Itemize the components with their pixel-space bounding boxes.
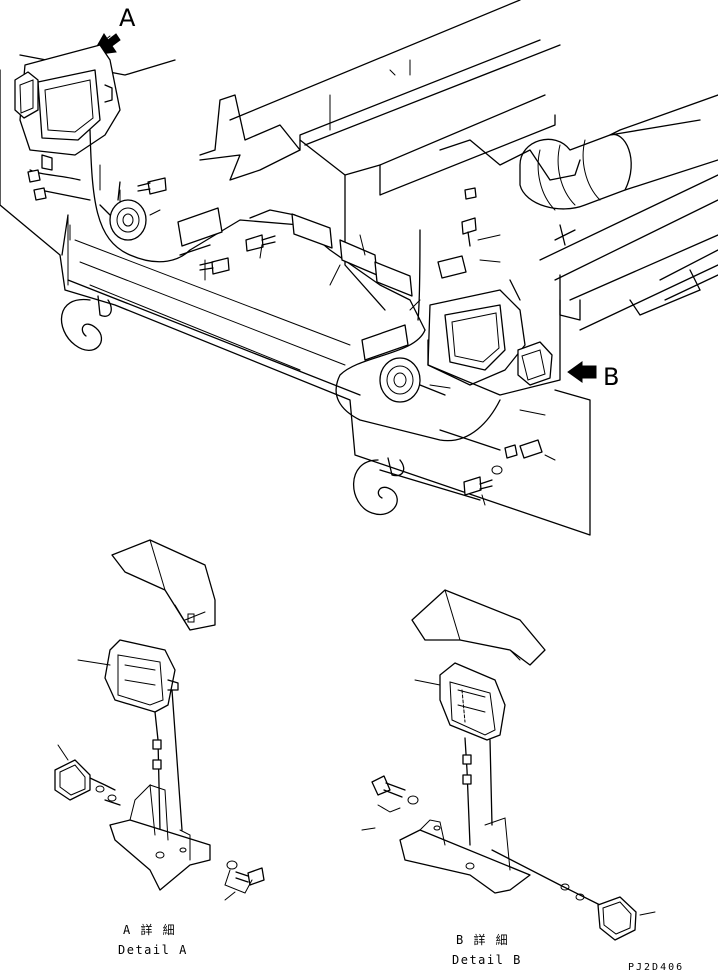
- view-arrow-b: [567, 361, 597, 383]
- drive-shaft: [519, 94, 718, 246]
- detail-b-caption-jp: B 詳 細: [456, 932, 509, 947]
- headlamp-b: [427, 279, 561, 396]
- detail-a-caption-jp: A 詳 細: [123, 922, 176, 937]
- bracket-b: [399, 829, 531, 894]
- chassis-rails: [199, 0, 718, 331]
- bolts-main: [137, 177, 503, 496]
- headlamp-a: [14, 44, 121, 156]
- view-label-a: A: [119, 4, 136, 32]
- bracket-a: [109, 819, 211, 891]
- main-assembly-view: A B: [0, 0, 718, 536]
- horn-a: [99, 181, 147, 241]
- detail-a-caption-en: Detail A: [118, 943, 188, 957]
- drawing-code: PJ2D406: [628, 962, 684, 973]
- detail-b-view: B 詳 細 Detail B: [361, 589, 656, 967]
- lamp-cover-b: [411, 589, 546, 666]
- view-label-b: B: [603, 363, 619, 391]
- leader-lines-main: [69, 164, 556, 506]
- horn-b: [379, 357, 446, 403]
- detail-a-view: A 詳 細 Detail A: [54, 539, 265, 957]
- headlamp-detail-a: [104, 639, 176, 713]
- headlamp-detail-b: [439, 662, 506, 741]
- harness-clamps: [27, 154, 543, 459]
- detail-b-caption-en: Detail B: [452, 953, 522, 967]
